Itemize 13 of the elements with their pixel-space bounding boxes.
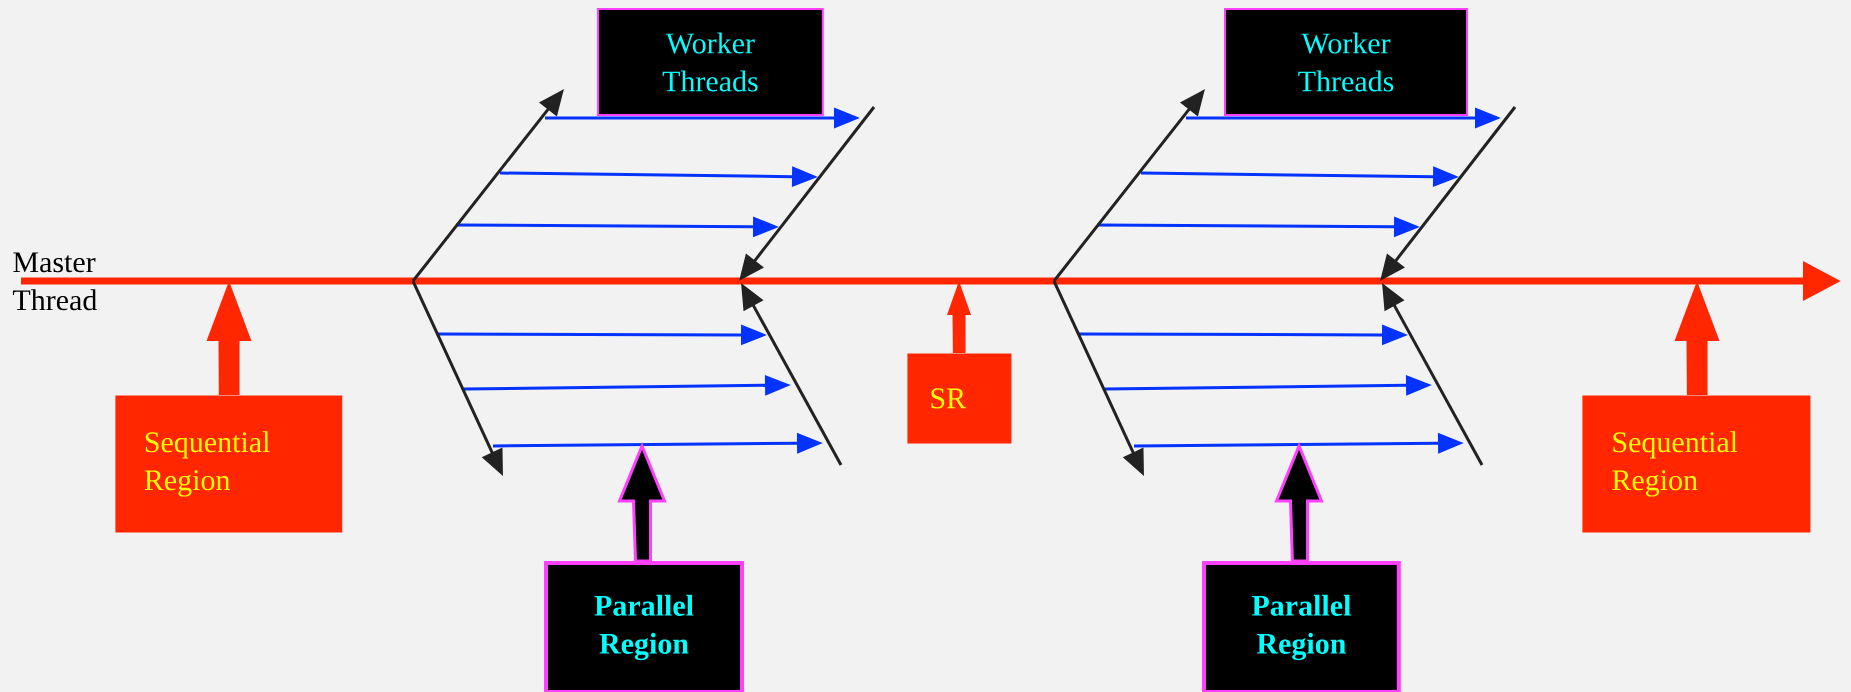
parallel-region-box: Parallel Region	[544, 561, 744, 692]
callout-arrow	[947, 281, 971, 353]
callout-arrow	[1674, 281, 1720, 395]
worker-threads-box: Worker Threads	[597, 8, 824, 116]
sequential-region-box: Sequential Region	[1582, 395, 1811, 533]
worker-threads-box: Worker Threads	[1224, 8, 1468, 116]
axis-label: Master Thread	[12, 252, 97, 311]
callout-arrow	[617, 442, 667, 563]
parallel-region-box: Parallel Region	[1202, 561, 1401, 692]
sequential-region-box: Sequential Region	[115, 395, 343, 533]
sr-box: SR	[907, 353, 1012, 444]
callout-arrow	[1274, 442, 1324, 563]
callout-arrow	[206, 281, 252, 395]
